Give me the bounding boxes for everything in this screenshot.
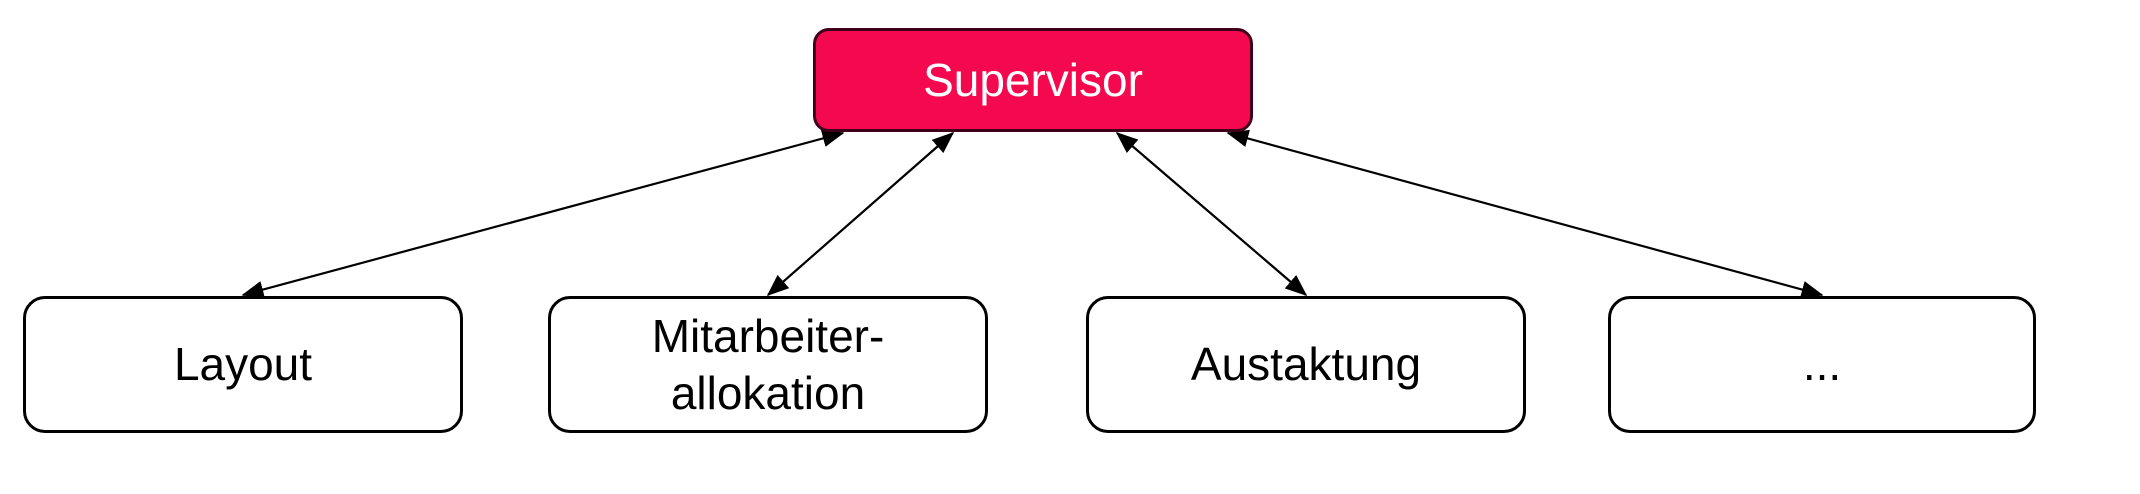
edge-supervisor-more [1226, 129, 1824, 299]
node-austaktung-label: Austaktung [1190, 338, 1422, 391]
node-more-label: ... [1802, 338, 1842, 391]
edge-supervisor-mitarbeiter-allokation [766, 131, 955, 297]
node-mitarbeiter-allokation-label: Mitarbeiter- allokation [651, 310, 885, 419]
node-supervisor-label: Supervisor [923, 53, 1143, 106]
node-more: ... [1608, 296, 2036, 433]
edge-supervisor-austaktung [1115, 131, 1308, 297]
node-austaktung: Austaktung [1086, 296, 1526, 433]
node-layout: Layout [23, 296, 463, 433]
node-layout-label: Layout [173, 338, 313, 391]
node-mitarbeiter-allokation: Mitarbeiter- allokation [548, 296, 988, 433]
node-supervisor: Supervisor [813, 28, 1253, 132]
edge-supervisor-layout [241, 129, 845, 299]
